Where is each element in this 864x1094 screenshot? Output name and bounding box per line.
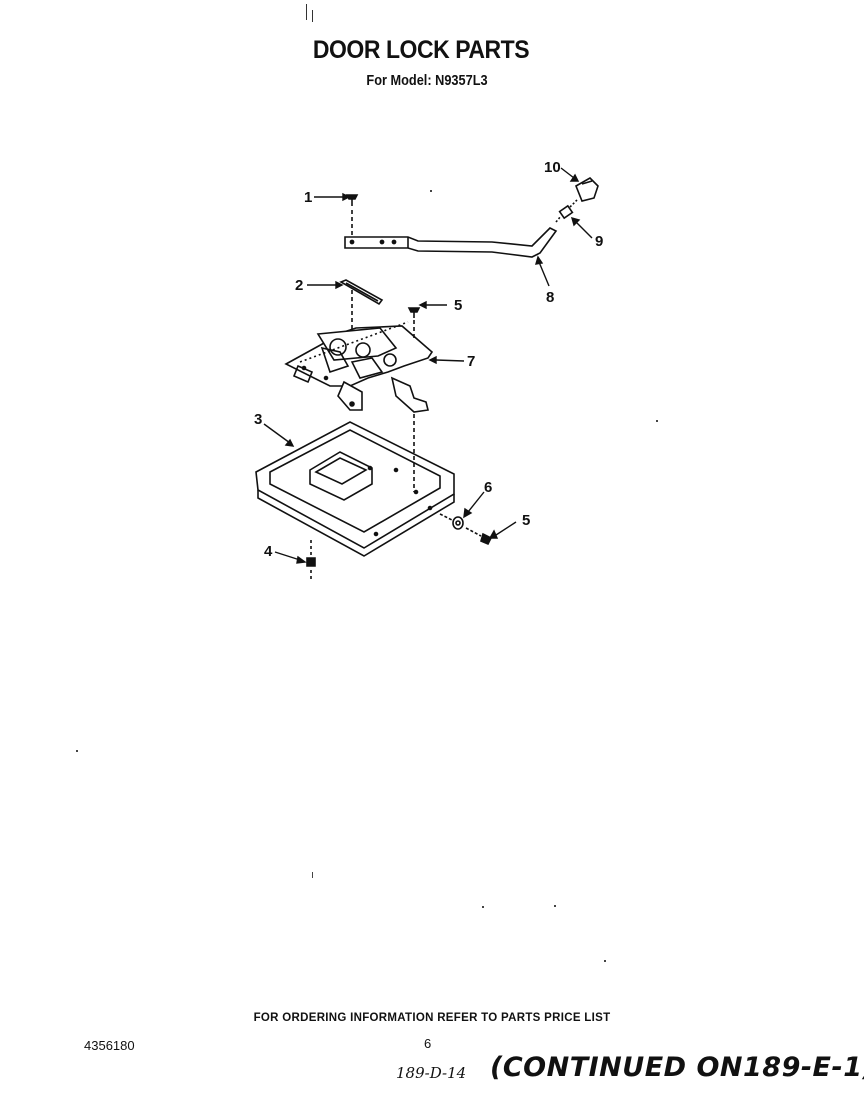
part-1-screw bbox=[345, 194, 359, 236]
scan-speck bbox=[312, 872, 313, 878]
callout-5-upper: 5 bbox=[454, 297, 462, 314]
scan-speck bbox=[604, 960, 606, 962]
callout-9: 9 bbox=[595, 233, 603, 250]
callout-6: 6 bbox=[484, 479, 492, 496]
continued-note: (CONTINUED ON189-E-1) bbox=[490, 1052, 864, 1083]
scan-speck bbox=[76, 750, 78, 752]
part-2-rod bbox=[339, 279, 384, 330]
scan-mark bbox=[312, 10, 313, 22]
part-9-bushing bbox=[555, 204, 574, 223]
part-3-tray bbox=[255, 414, 455, 557]
callout-4: 4 bbox=[264, 543, 273, 560]
part-6-nut bbox=[439, 513, 464, 530]
part-10-knob bbox=[569, 177, 599, 208]
part-5-screw-lower bbox=[465, 527, 493, 546]
scan-speck bbox=[482, 906, 484, 908]
part-4-fastener bbox=[306, 540, 316, 582]
scan-speck bbox=[554, 905, 556, 907]
callout-1: 1 bbox=[304, 189, 312, 206]
scan-mark bbox=[306, 4, 307, 20]
leader-lines bbox=[263, 167, 593, 564]
scan-speck bbox=[430, 190, 432, 192]
page-title: DOOR LOCK PARTS bbox=[312, 36, 530, 64]
ordering-note: FOR ORDERING INFORMATION REFER TO PARTS … bbox=[253, 1012, 611, 1024]
callout-5-lower: 5 bbox=[522, 512, 530, 529]
page-number: 6 bbox=[424, 1036, 432, 1051]
document-part-number: 4356180 bbox=[84, 1038, 135, 1053]
callout-8: 8 bbox=[546, 289, 554, 306]
scan-speck bbox=[656, 420, 658, 422]
callout-labels: 1 2 3 4 5 5 5 6 7 8 9 10 bbox=[254, 159, 603, 560]
part-8-lock-arm bbox=[344, 227, 558, 258]
callout-10: 10 bbox=[544, 159, 561, 176]
callout-2: 2 bbox=[295, 277, 303, 294]
callout-7: 7 bbox=[467, 353, 475, 370]
callout-3: 3 bbox=[254, 411, 262, 428]
part-7-latch-assembly bbox=[284, 320, 434, 413]
model-subtitle: For Model: N9357L3 bbox=[366, 72, 488, 89]
part-5-screw-upper bbox=[407, 307, 421, 318]
handwritten-reference: 189-D-14 bbox=[396, 1064, 467, 1082]
